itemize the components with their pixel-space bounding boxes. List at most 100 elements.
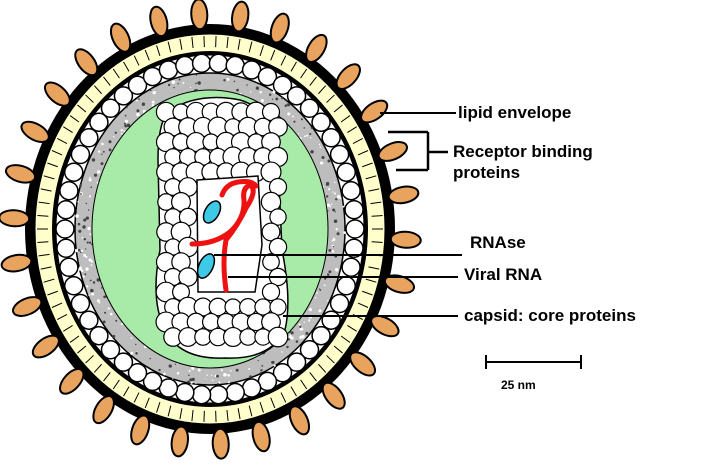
speckle [171,80,176,84]
membrane-tick [167,41,172,53]
membrane-tick [347,325,357,332]
speckle [329,205,331,208]
membrane-tick [77,345,87,354]
membrane-tick [368,188,380,192]
membrane-tick [37,241,49,243]
speckle [195,382,197,384]
speckle [319,146,322,149]
receptor-binding-label-line2: proteins [453,163,521,182]
speckle [80,249,84,253]
speckle [328,270,332,274]
speckle [84,273,87,276]
speckle [83,238,87,241]
speckle [114,131,117,134]
matrix-protein [299,98,320,119]
speckle [327,299,329,302]
receptor-binding-spikes [0,0,422,460]
speckle [216,374,219,378]
matrix-protein [257,66,278,87]
core-protein [224,298,242,316]
membrane-tick [191,37,194,49]
matrix-protein [336,162,357,182]
speckle [206,374,208,376]
speckle [334,211,337,213]
speckle [124,119,128,123]
speckle [327,159,331,163]
speckle [101,142,104,146]
matrix-protein [286,86,307,106]
matrix-protein [225,382,245,403]
matrix-protein [59,257,79,278]
speckle [295,340,299,343]
speckle [321,155,325,160]
speckle [104,311,107,314]
speckle [250,91,252,93]
speckle [173,86,175,89]
speckle [332,238,336,241]
membrane-tick [57,137,68,144]
matrix-protein-ring [55,53,365,405]
speckle [109,312,113,316]
speckle [89,176,91,179]
speckle [88,241,92,244]
membrane-tick [248,41,253,53]
speckle [88,178,92,182]
speckle [217,382,219,385]
speckle [248,368,251,370]
speckle [86,241,89,244]
speckle [108,148,112,152]
speckle [236,88,239,92]
speckle [89,233,92,236]
matrix-protein [191,384,212,405]
speckle [226,77,230,81]
membrane-tick [43,175,55,180]
speckle [300,118,303,121]
matrix-protein [79,310,99,330]
speckle [332,191,334,193]
speckle [195,82,197,85]
speckle [88,195,91,198]
membrane-tick [51,150,63,156]
speckle [178,78,181,81]
receptor-binding-protein [20,120,50,143]
membrane-tick [179,408,183,420]
speckle [102,150,105,153]
receptor-binding-protein [231,0,250,33]
membrane-tick [133,55,140,66]
core-protein [239,328,257,346]
speckle [80,193,82,195]
membrane-tick [352,137,363,144]
speckle [235,368,239,372]
speckle [90,260,94,263]
lipid-envelope-label: lipid envelope [458,103,572,122]
matrix-protein [329,144,350,165]
speckle [287,103,291,107]
speckle [328,188,331,191]
membrane-tick [38,253,50,257]
speckle [168,364,172,368]
membrane-tick [191,409,194,421]
receptor-binding-protein [389,230,422,249]
matrix-protein [113,86,134,106]
speckle [330,203,333,206]
membrane-tick [290,386,297,397]
speckle [233,80,236,83]
speckle [325,195,329,198]
speckle [331,240,334,242]
membrane-tick [47,162,58,168]
membrane-tick [226,37,229,49]
speckle [314,296,317,299]
speckle [174,363,177,365]
membrane-tick [309,372,317,382]
matrix-protein [142,371,163,392]
speckle [316,292,318,295]
matrix-protein [191,53,212,74]
speckle [299,335,303,339]
matrix-protein [321,128,341,148]
membrane-tick [69,115,80,123]
speckle [163,372,166,376]
speckle [85,216,89,220]
membrane-tick [333,104,343,113]
